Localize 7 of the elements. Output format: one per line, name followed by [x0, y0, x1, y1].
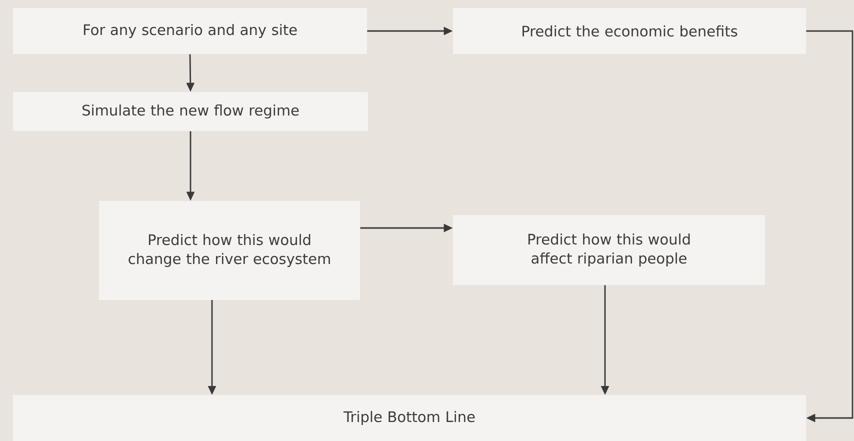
process-box: Simulate the new flow regime — [13, 92, 368, 131]
process-box: Triple Bottom Line — [13, 395, 806, 441]
arrow — [806, 30, 854, 422]
process-box: For any scenario and any site — [13, 8, 367, 54]
process-box: Predict how this would affect riparian people — [453, 215, 765, 285]
process-box: Predict how this would change the river ecosystem — [99, 201, 360, 300]
process-box: Predict the economic benefits — [453, 8, 806, 54]
